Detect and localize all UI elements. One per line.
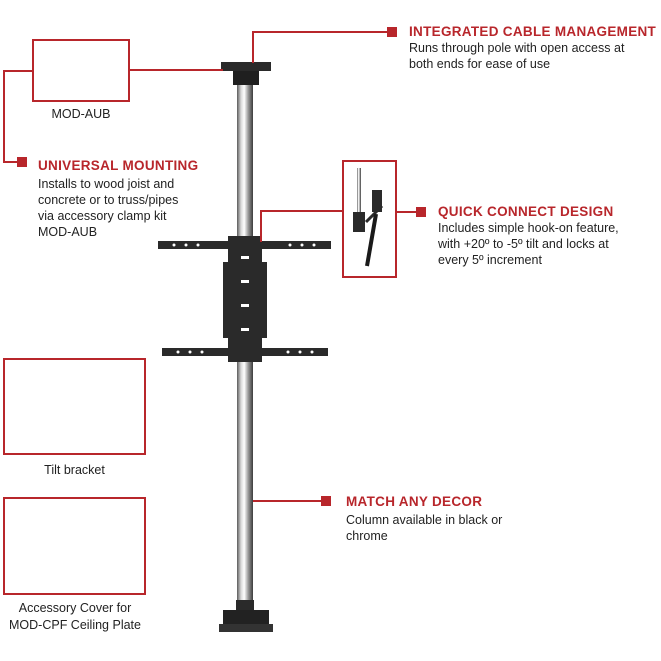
- description-line: MOD-AUB: [38, 225, 98, 239]
- tilt-bracket-caption: Tilt bracket: [44, 463, 105, 477]
- quick-connect-description: Includes simple hook-on feature, with +2…: [438, 220, 619, 268]
- description-line: Column available in black or: [346, 513, 503, 527]
- connector-line: [260, 210, 262, 242]
- description-line: Installs to wood joist and: [38, 177, 175, 191]
- connector-line: [3, 161, 18, 163]
- accessory-cover-caption-line: Accessory Cover for: [18, 601, 132, 615]
- cable-management-description: Runs through pole with open access at bo…: [409, 40, 624, 72]
- accessory-cover-box: [3, 497, 146, 595]
- description-line: every 5º increment: [438, 253, 542, 267]
- clamp-kit-caption: MOD-AUB: [51, 107, 111, 121]
- tilt-bracket-box: [3, 358, 146, 455]
- connector-line: [260, 210, 342, 212]
- connector-line: [130, 69, 223, 71]
- match-decor-description: Column available in black or chrome: [346, 512, 502, 544]
- accessory-cover-caption: Accessory Cover for MOD-CPF Ceiling Plat…: [0, 600, 150, 634]
- description-line: chrome: [346, 529, 388, 543]
- description-line: with +20º to -5º tilt and locks at: [438, 237, 609, 251]
- quick-connect-heading: QUICK CONNECT DESIGN: [438, 204, 614, 219]
- match-decor-heading: MATCH ANY DECOR: [346, 494, 483, 509]
- description-line: via accessory clamp kit: [38, 209, 167, 223]
- bullet-marker: [416, 207, 426, 217]
- bullet-marker: [321, 496, 331, 506]
- connector-line: [252, 31, 388, 33]
- description-line: Runs through pole with open access at: [409, 41, 625, 55]
- quick-connect-image: [353, 168, 384, 267]
- description-line: Includes simple hook-on feature,: [438, 221, 619, 235]
- connector-line: [253, 500, 321, 502]
- ceiling-plate-top: [221, 62, 271, 85]
- connector-line: [3, 70, 32, 72]
- cable-management-heading: INTEGRATED CABLE MANAGEMENT: [409, 24, 657, 39]
- description-line: both ends for ease of use: [409, 57, 551, 71]
- connector-line: [252, 31, 254, 63]
- connector-line: [397, 211, 417, 213]
- floor-base: [219, 600, 273, 632]
- description-line: concrete or to truss/pipes: [38, 193, 179, 207]
- universal-mounting-description: Installs to wood joist and concrete or t…: [38, 176, 178, 240]
- accessory-cover-caption-line: MOD-CPF Ceiling Plate: [9, 618, 141, 632]
- bullet-marker: [387, 27, 397, 37]
- bullet-marker: [17, 157, 27, 167]
- connector-line: [3, 70, 5, 162]
- universal-mounting-heading: UNIVERSAL MOUNTING: [38, 158, 199, 173]
- clamp-kit-box: [32, 39, 130, 102]
- quick-connect-box: [342, 160, 397, 278]
- display-mount: [158, 236, 331, 362]
